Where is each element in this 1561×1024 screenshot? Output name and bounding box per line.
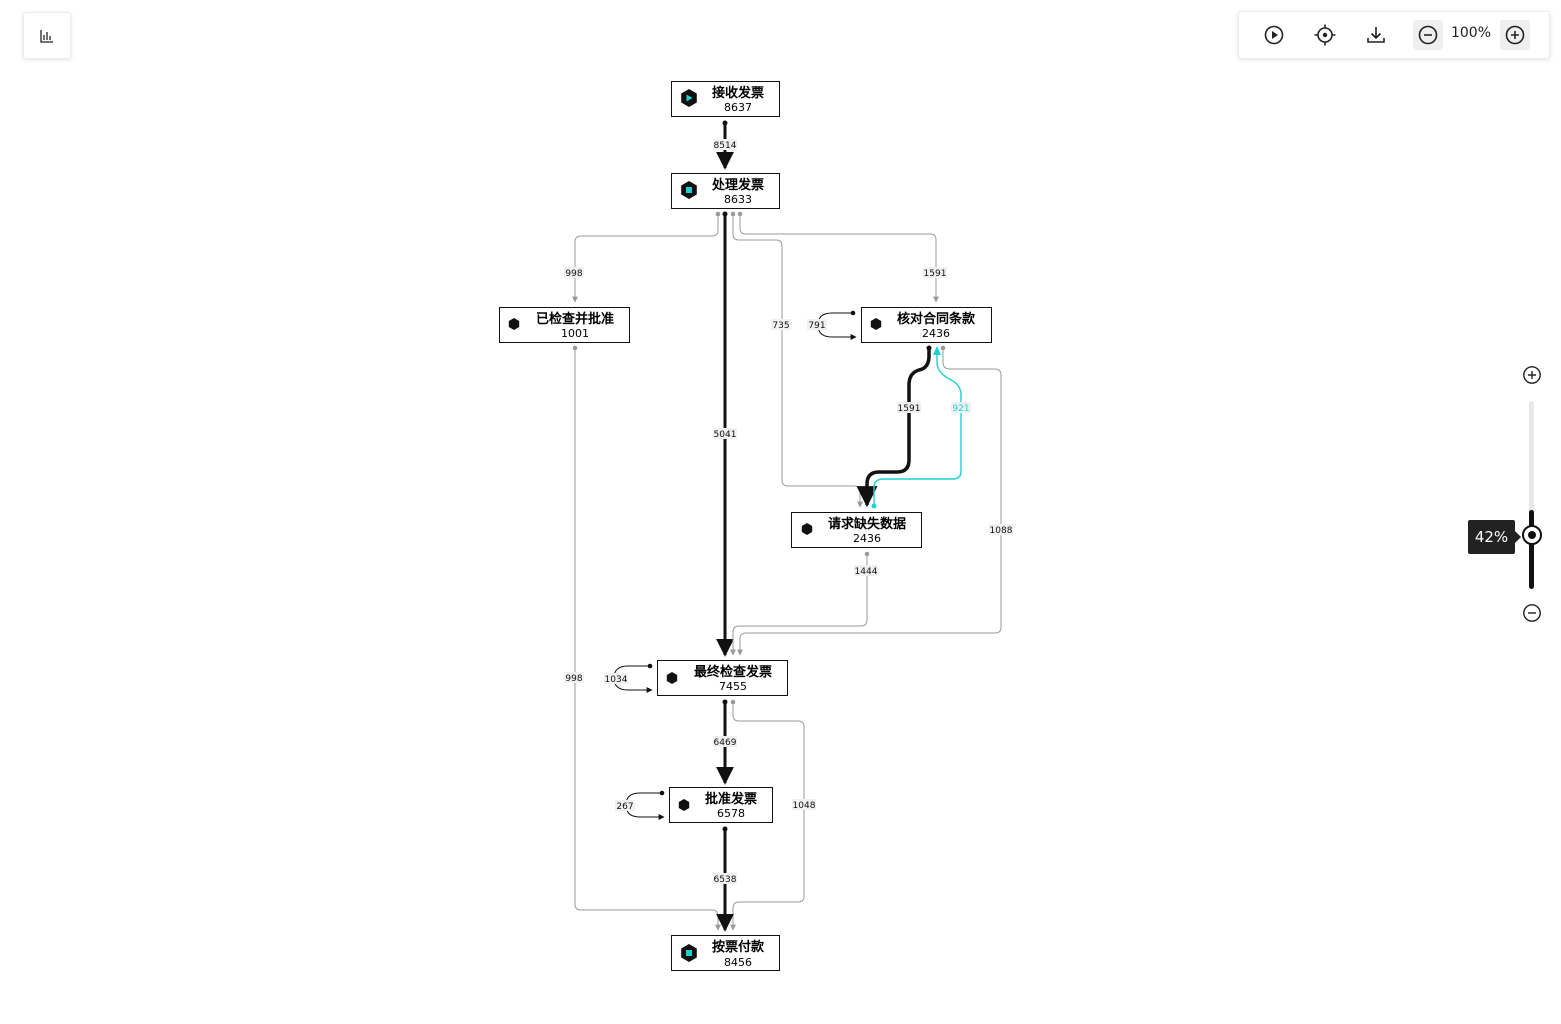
- svg-text:1591: 1591: [898, 404, 921, 414]
- node-count: 2436: [853, 532, 881, 545]
- node-count: 8456: [724, 956, 752, 969]
- edge-label: 921: [951, 402, 971, 414]
- svg-text:267: 267: [616, 802, 633, 812]
- edge-request-final[interactable]: [730, 551, 870, 656]
- activity-icon: [870, 318, 882, 330]
- node-count: 7455: [719, 680, 747, 693]
- edge-process-request[interactable]: [730, 211, 863, 508]
- node-verify[interactable]: 核对合同条款 2436: [861, 307, 992, 343]
- end-activity-icon: [681, 944, 697, 962]
- edge-request-verify[interactable]: [871, 346, 962, 509]
- node-request[interactable]: 请求缺失数据 2436: [791, 512, 922, 548]
- node-count: 6578: [717, 807, 745, 820]
- activity-icon: [681, 181, 697, 199]
- node-title: 核对合同条款: [897, 311, 976, 327]
- chart-view-button[interactable]: [23, 12, 71, 59]
- edge-label: 1088: [989, 524, 1013, 536]
- node-title: 已检查并批准: [536, 311, 614, 327]
- zoom-slider-tooltip: 42%: [1468, 520, 1521, 554]
- svg-text:6469: 6469: [714, 738, 737, 748]
- zoom-slider-fill: [1529, 510, 1534, 589]
- toolbar: 100%: [1238, 11, 1550, 59]
- svg-text:1034: 1034: [605, 675, 628, 685]
- zoom-slider-handle[interactable]: [1522, 525, 1542, 545]
- node-title: 批准发票: [705, 791, 757, 807]
- edge-label: 1444: [854, 565, 878, 577]
- slider-zoom-in-button[interactable]: [1521, 364, 1543, 386]
- edge-label: 998: [564, 672, 584, 684]
- activity-icon: [801, 523, 813, 535]
- svg-text:1088: 1088: [990, 526, 1013, 536]
- edge-label: 1048: [792, 799, 816, 811]
- zoom-in-icon: [1505, 25, 1525, 45]
- locate-icon: [1314, 24, 1336, 46]
- edge-label: 8514: [713, 139, 737, 151]
- edge-checked-pay[interactable]: [572, 345, 721, 931]
- edge-label: 6538: [713, 873, 737, 885]
- edge-label: 6469: [713, 736, 737, 748]
- start-activity-icon: [681, 89, 697, 107]
- node-title: 接收发票: [712, 85, 764, 101]
- activity-icon: [678, 799, 690, 811]
- zoom-out-icon: [1418, 25, 1438, 45]
- download-icon: [1367, 27, 1385, 43]
- svg-text:1444: 1444: [855, 567, 878, 577]
- svg-text:8514: 8514: [714, 141, 737, 151]
- node-title: 请求缺失数据: [828, 516, 906, 532]
- play-button[interactable]: [1259, 20, 1289, 50]
- node-receive[interactable]: 接收发票 8637: [671, 81, 780, 117]
- zoom-out-button[interactable]: [1413, 20, 1443, 50]
- edge-process-verify[interactable]: [737, 211, 939, 303]
- svg-text:735: 735: [772, 321, 789, 331]
- edge-label: 998: [564, 267, 584, 279]
- node-final[interactable]: 最终检查发票 7455: [657, 660, 788, 696]
- edge-label: 791: [807, 319, 827, 331]
- node-title: 最终检查发票: [694, 664, 772, 680]
- zoom-level: 100%: [1450, 25, 1492, 41]
- download-button[interactable]: [1361, 20, 1391, 50]
- slider-zoom-out-button[interactable]: [1521, 602, 1543, 624]
- edge-verify-final[interactable]: [737, 345, 1002, 656]
- node-title: 处理发票: [711, 177, 764, 193]
- node-count: 2436: [922, 327, 950, 340]
- svg-text:6538: 6538: [714, 875, 737, 885]
- bar-chart-icon: [40, 29, 53, 43]
- zoom-out-icon: [1523, 604, 1541, 622]
- edge-label: 1034: [604, 673, 628, 685]
- svg-text:998: 998: [565, 269, 582, 279]
- node-pay[interactable]: 按票付款 8456: [671, 935, 780, 971]
- locate-button[interactable]: [1310, 20, 1340, 50]
- activity-icon: [666, 672, 678, 684]
- edge-process-checked[interactable]: [572, 211, 721, 303]
- node-approve[interactable]: 批准发票 6578: [669, 787, 773, 823]
- node-checked[interactable]: 已检查并批准 1001: [499, 307, 630, 343]
- play-circle-icon: [1264, 25, 1284, 45]
- svg-text:921: 921: [952, 404, 969, 414]
- node-count: 8633: [724, 193, 752, 206]
- svg-text:998: 998: [565, 674, 582, 684]
- edge-label: 1591: [923, 267, 947, 279]
- edge-verify-request[interactable]: [856, 345, 932, 508]
- svg-text:1048: 1048: [793, 801, 816, 811]
- node-title: 按票付款: [712, 939, 765, 955]
- edge-final-pay[interactable]: [730, 699, 805, 931]
- svg-text:791: 791: [808, 321, 825, 331]
- svg-text:1591: 1591: [924, 269, 947, 279]
- zoom-slider-track[interactable]: [1529, 401, 1534, 589]
- edge-label: 735: [771, 319, 791, 331]
- edge-label: 5041: [713, 428, 737, 440]
- edge-label: 1591: [897, 402, 921, 414]
- node-count: 8637: [724, 101, 752, 114]
- svg-text:5041: 5041: [714, 430, 737, 440]
- node-process[interactable]: 处理发票 8633: [671, 173, 780, 209]
- edge-label: 267: [615, 800, 635, 812]
- activity-icon: [508, 318, 520, 330]
- node-count: 1001: [561, 327, 589, 340]
- zoom-in-button[interactable]: [1500, 20, 1530, 50]
- zoom-in-icon: [1523, 366, 1541, 384]
